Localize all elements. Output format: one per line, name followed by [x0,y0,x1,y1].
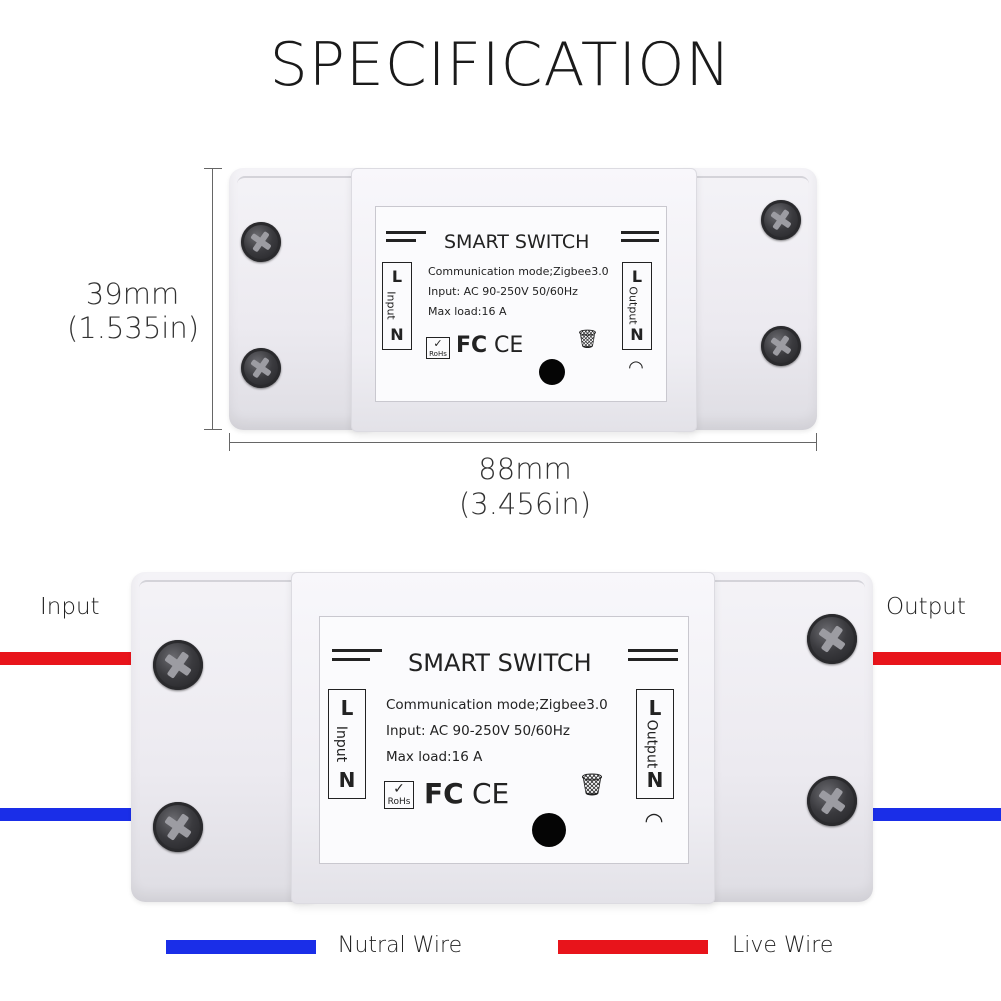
fc-mark: FC [424,777,464,810]
ce-mark: CE [494,333,524,358]
input-spec-text: Input: AC 90-250V 50/60Hz [428,285,578,298]
output-vertical-text: Output [626,286,640,325]
input-spec-text: Input: AC 90-250V 50/60Hz [386,723,570,739]
label-decoration-right [628,649,678,661]
input-terminal-box: L Input N [382,262,412,350]
height-mm-label: 39mm [85,277,180,311]
fc-mark: FC [456,333,488,358]
label-decoration-left [386,231,426,242]
neutral-output-wire [872,808,1001,821]
communication-mode-text: Communication mode;Zigbee3.0 [428,265,609,278]
communication-mode-text: Communication mode;Zigbee3.0 [386,697,608,713]
terminal-screw-icon [807,614,857,664]
terminal-screw-icon [761,326,801,366]
label-title: SMART SWITCH [444,231,590,253]
device-label: SMART SWITCH L Input N L Output N Commun… [375,206,667,402]
rohs-icon: ✓RoHs [384,781,414,809]
smart-switch-device-top: SMART SWITCH L Input N L Output N Commun… [229,168,817,432]
label-decoration-left [332,649,382,661]
terminal-screw-icon [153,640,203,690]
live-input-wire [0,652,132,665]
terminal-l-letter: L [391,267,403,286]
smart-switch-device-bottom: SMART SWITCH L Input N L Output N Commun… [131,572,873,904]
max-load-text: Max load:16 A [386,749,483,765]
width-dimension-tick-left [229,433,230,451]
terminal-l-letter: L [340,696,354,720]
label-title: SMART SWITCH [408,649,592,677]
label-decoration-right [621,231,659,242]
crossed-out-bin-icon: 🗑 [578,773,606,798]
height-in-label: (1.535in) [66,311,200,345]
width-dimension-line [229,442,817,443]
live-wire-legend-label: Live Wire [732,933,834,958]
live-wire-legend-swatch [558,940,708,954]
pairing-button[interactable] [539,359,565,385]
terminal-l-letter: L [648,696,662,720]
wifi-icon: ◠ [628,357,644,378]
neutral-input-wire [0,808,132,821]
input-vertical-text: Input [333,725,350,763]
terminal-screw-icon [153,802,203,852]
width-in-label: (3.456in) [458,487,592,521]
ce-mark: CE [472,777,510,810]
live-output-wire [872,652,1001,665]
terminal-screw-icon [761,200,801,240]
terminal-screw-icon [241,222,281,262]
terminal-screw-icon [807,776,857,826]
pairing-button[interactable] [532,813,566,847]
output-label: Output [886,594,966,620]
rohs-icon: ✓RoHs [426,337,450,359]
terminal-n-letter: N [630,325,644,344]
terminal-n-letter: N [646,768,664,792]
input-terminal-box: L Input N [328,689,366,799]
device-label: SMART SWITCH L Input N L Output N Commun… [319,616,689,864]
crossed-out-bin-icon: 🗑 [576,329,599,350]
page-title: SPECIFICATION [269,30,732,100]
max-load-text: Max load:16 A [428,305,507,318]
output-terminal-box: L Output N [622,262,652,350]
input-vertical-text: Input [384,291,398,320]
height-dimension-tick-bottom [204,429,222,430]
wifi-icon: ◠ [644,809,664,834]
terminal-l-letter: L [631,267,643,286]
width-dimension-tick-right [816,433,817,451]
neutral-wire-legend-swatch [166,940,316,954]
height-dimension-tick-top [204,168,222,169]
height-dimension-line [212,168,213,430]
output-vertical-text: Output [643,719,660,769]
terminal-screw-icon [241,348,281,388]
output-terminal-box: L Output N [636,689,674,799]
terminal-n-letter: N [338,768,356,792]
width-mm-label: 88mm [478,452,572,486]
input-label: Input [40,594,100,620]
terminal-n-letter: N [390,325,404,344]
neutral-wire-legend-label: Nutral Wire [338,933,463,958]
